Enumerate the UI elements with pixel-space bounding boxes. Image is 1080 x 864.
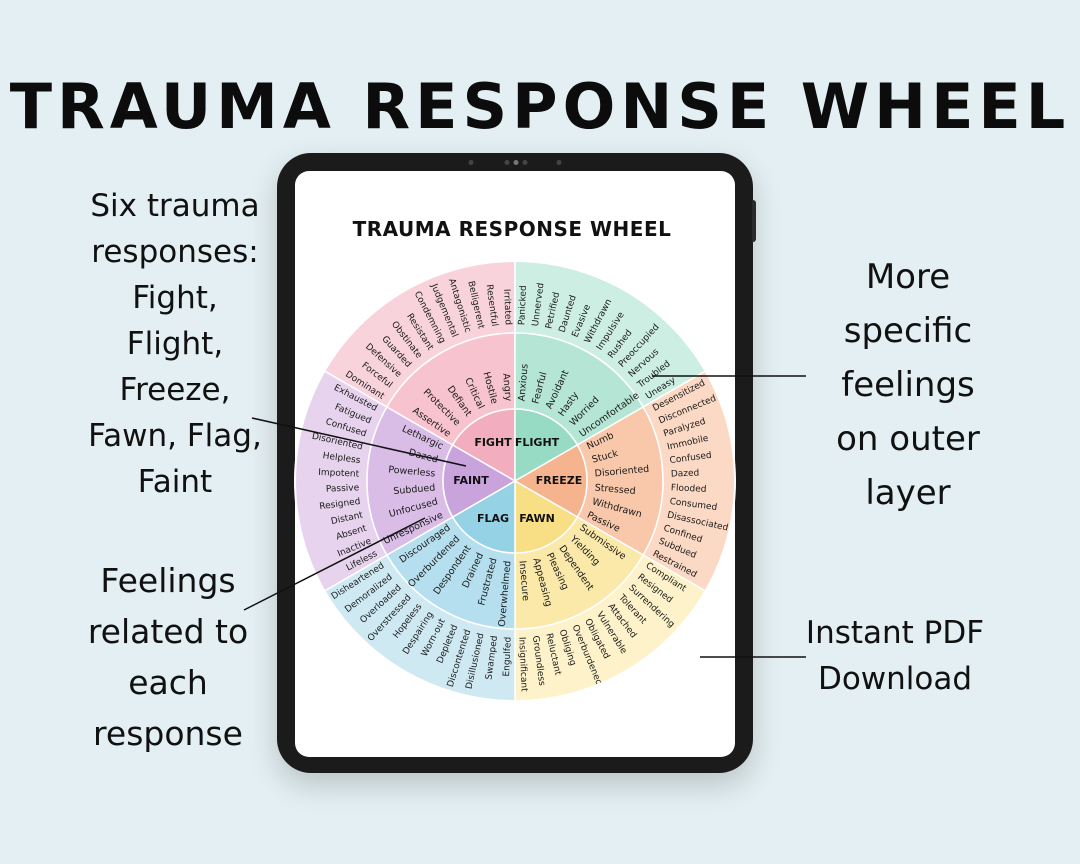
callout-line: Freeze,	[119, 372, 231, 408]
outer-feeling-label: Impotent	[318, 468, 360, 480]
camera-dot-icon	[468, 160, 562, 165]
callout-line: specific	[843, 311, 973, 351]
callout-line: Fawn, Flag,	[88, 418, 262, 454]
callout-line: More	[865, 257, 951, 297]
callout-line: response	[93, 714, 243, 753]
outer-feeling-label: Insignificant	[516, 637, 528, 693]
callout-line: related to	[87, 612, 249, 651]
callout-line: Flight,	[126, 326, 224, 362]
screen-title: TRAUMA RESPONSE WHEEL	[353, 217, 672, 241]
inner-core-segment	[514, 408, 579, 483]
response-label-fight: FIGHT	[474, 436, 512, 449]
callout-feelings-related: Feelings related to each response	[58, 555, 278, 759]
inner-core-segment	[451, 479, 516, 554]
callout-line: Download	[817, 661, 973, 697]
callout-instant-pdf: Instant PDF Download	[780, 610, 1010, 702]
inner-feeling-label: Insecure	[516, 560, 530, 601]
outer-feeling-label: Passive	[326, 483, 360, 494]
response-label-flag: FLAG	[477, 512, 509, 525]
callout-line: feelings	[841, 365, 975, 405]
response-label-faint: FAINT	[453, 474, 489, 487]
page-title: TRAUMA RESPONSE WHEEL	[9, 70, 1071, 143]
outer-feeling-label: Engulfed	[502, 637, 514, 677]
callout-specific-feelings: More specific feelings on outer layer	[808, 250, 1008, 520]
inner-feeling-label: Subdued	[393, 482, 436, 497]
callout-line: Feelings	[100, 561, 236, 600]
wheel-sector-fawn: SubmissiveYieldingDependentPleasingAppea…	[514, 479, 707, 702]
callout-six-responses: Six trauma responses: Fight, Flight, Fre…	[60, 183, 290, 505]
inner-feeling-label: Angry	[500, 373, 513, 402]
callout-line: responses:	[91, 234, 259, 270]
tablet-side-button	[752, 200, 756, 242]
callout-line: Fight,	[132, 280, 218, 316]
wheel-sector-fight: AssertiveProtectiveDefiantCriticalHostil…	[323, 260, 516, 483]
callout-line: each	[128, 663, 208, 702]
outer-feeling-label: Irritated	[501, 289, 513, 326]
inner-core-segment	[514, 479, 579, 554]
inner-feeling-label: Powerless	[388, 464, 436, 479]
callout-line: Faint	[137, 464, 213, 500]
inner-feeling-label: Stressed	[594, 482, 636, 497]
callout-line: Instant PDF	[805, 615, 985, 651]
callout-line: Six trauma	[90, 188, 260, 224]
response-label-fawn: FAWN	[519, 512, 555, 525]
response-label-freeze: FREEZE	[536, 474, 583, 487]
outer-feeling-label: Panicked	[517, 285, 529, 325]
outer-feeling-label: Flooded	[671, 483, 707, 495]
inner-feeling-label: Anxious	[516, 363, 530, 401]
wheel-outline	[294, 260, 736, 702]
outer-feeling-label: Dazed	[671, 468, 700, 479]
inner-feeling-label: Disoriented	[594, 464, 649, 480]
callout-line: layer	[865, 473, 951, 513]
callout-line: on outer	[836, 419, 980, 459]
wheel-sector-freeze: NumbStuckDisorientedStressedWithdrawnPas…	[513, 369, 736, 593]
response-label-flight: FLIGHT	[515, 436, 560, 449]
inner-core-segment	[513, 443, 588, 519]
